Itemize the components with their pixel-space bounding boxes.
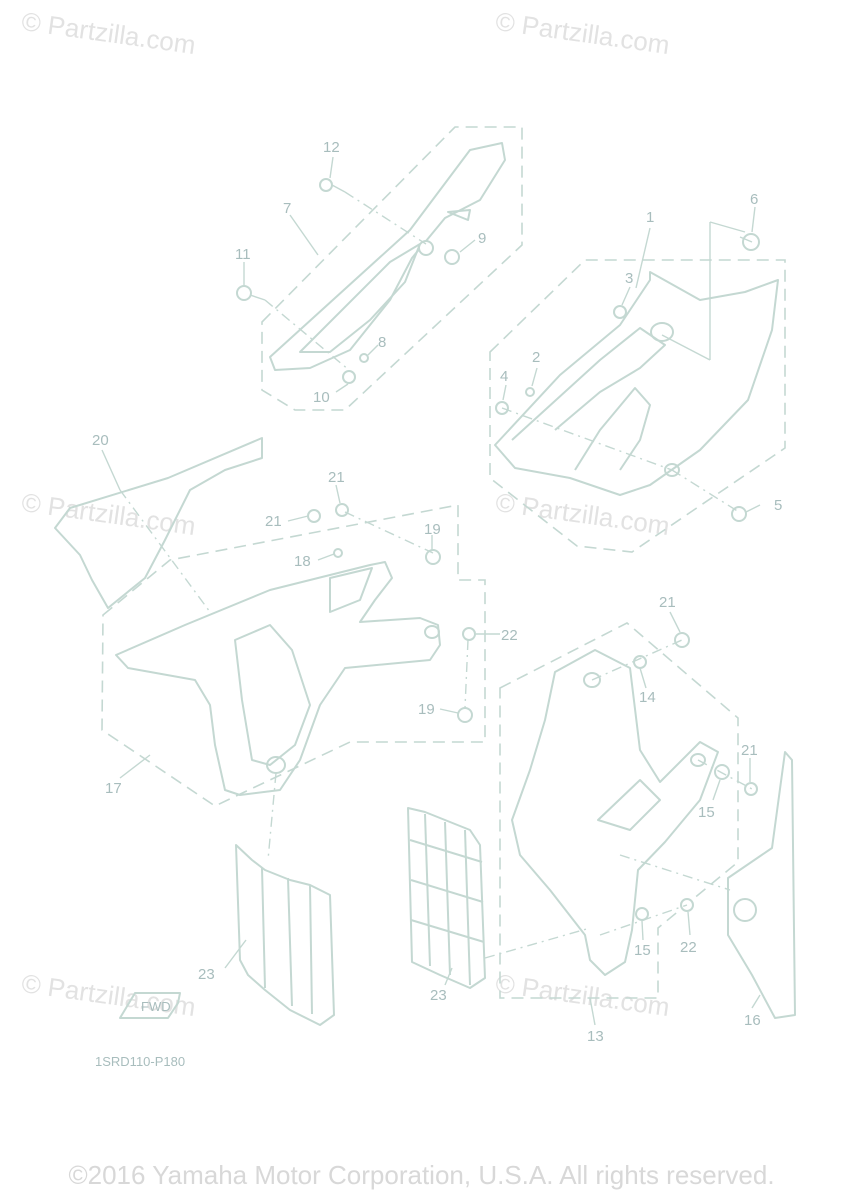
callout-17: 17	[105, 780, 122, 797]
part-graphic-emblem	[733, 898, 757, 922]
part-seat-rail-tab	[447, 209, 471, 221]
callout-15: 15	[634, 942, 651, 959]
part-louver-slat	[287, 877, 293, 1007]
part-side-cover	[494, 271, 779, 496]
callout-21: 21	[265, 513, 282, 530]
part-louver-left	[235, 844, 335, 1026]
part-shroud	[115, 561, 441, 796]
callout-21: 21	[741, 742, 758, 759]
part-seat-rail-inner	[299, 243, 421, 353]
callout-3: 3	[625, 270, 633, 287]
callout-21: 21	[659, 594, 676, 611]
part-radiator-cover-hole	[583, 672, 601, 688]
callout-21: 21	[328, 469, 345, 486]
group-outline-side-cover	[489, 259, 786, 553]
fwd-arrow-icon: FWD	[119, 992, 181, 1019]
callout-9: 9	[478, 230, 486, 247]
callout-2: 2	[532, 349, 540, 366]
callout-19: 19	[418, 701, 435, 718]
part-side-cover-ridge	[511, 327, 666, 441]
part-shroud-hole	[424, 625, 440, 639]
callout-14: 14	[639, 689, 656, 706]
part-radiator-cover-hole	[690, 753, 706, 767]
callout-23: 23	[198, 966, 215, 983]
part-shroud-flap	[329, 567, 373, 613]
callout-23: 23	[430, 987, 447, 1004]
part-louver-slat	[444, 821, 451, 976]
callout-5: 5	[774, 497, 782, 514]
callout-18: 18	[294, 553, 311, 570]
callout-7: 7	[283, 200, 291, 217]
part-louver-slat	[424, 813, 431, 967]
callout-13: 13	[587, 1028, 604, 1045]
callout-12: 12	[323, 139, 340, 156]
part-shroud-inner	[234, 624, 311, 766]
part-louver-slat	[309, 884, 313, 1015]
callout-19: 19	[424, 521, 441, 538]
group-outline-shroud	[101, 504, 486, 807]
callout-15: 15	[698, 804, 715, 821]
part-louver-slat	[261, 867, 266, 989]
part-side-cover-hole	[650, 322, 674, 342]
part-radiator-cover-vent	[597, 779, 661, 831]
group-outline-cover-13	[499, 622, 739, 999]
part-graphic-16	[727, 751, 796, 1019]
group-outline-seat-side	[261, 126, 523, 411]
callout-8: 8	[378, 334, 386, 351]
part-side-cover-fin	[574, 387, 651, 471]
callout-1: 1	[646, 209, 654, 226]
part-louver-bar	[410, 919, 485, 943]
fasteners	[236, 178, 760, 921]
part-louver-slat	[464, 829, 471, 986]
copyright-notice: ©2016 Yamaha Motor Corporation, U.S.A. A…	[68, 1160, 775, 1190]
callout-11: 11	[235, 246, 251, 263]
callout-22: 22	[680, 939, 697, 956]
fwd-label: FWD	[141, 999, 171, 1014]
callout-10: 10	[313, 389, 330, 406]
callout-labels: 1 2 3 4 5 6 7 8 9 10 11 12 13 14 15 15 1…	[92, 139, 782, 1045]
callout-20: 20	[92, 432, 109, 449]
part-side-cover-hole	[664, 463, 680, 477]
callout-4: 4	[500, 368, 508, 385]
callout-16: 16	[744, 1012, 761, 1029]
part-seat-rail	[269, 142, 506, 371]
callout-6: 6	[750, 191, 758, 208]
part-louver-bar	[410, 879, 484, 903]
part-louver-bar	[409, 839, 483, 863]
leader-lines	[101, 156, 761, 1026]
part-decal-20	[54, 437, 263, 609]
callout-22: 22	[501, 627, 518, 644]
part-radiator-cover	[511, 649, 719, 976]
part-louver-right	[407, 807, 486, 989]
diagram-code: 1SRD110-P180	[95, 1054, 185, 1069]
